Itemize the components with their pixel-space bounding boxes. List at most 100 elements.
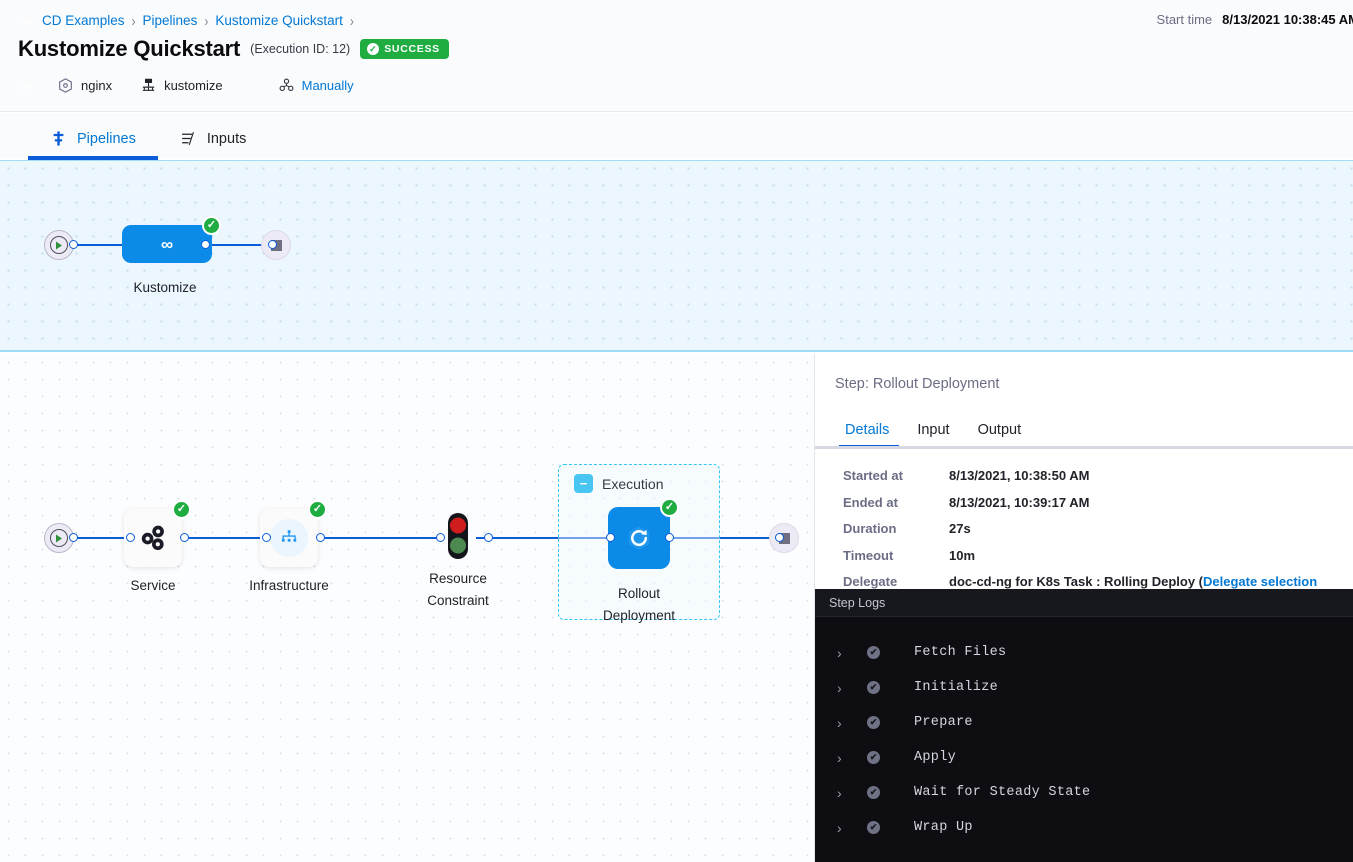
chevron-right-icon[interactable]: › [837,679,842,696]
field-value: 8/13/2021, 10:38:50 AM [949,468,1090,483]
step-details-fields: Started at 8/13/2021, 10:38:50 AM Ended … [843,466,1341,618]
start-time: Start time 8/13/2021 10:38:45 AM [1157,12,1353,27]
log-row-label: Apply [914,750,957,765]
meta-environment: kustomize [140,77,223,94]
status-success-icon: ✔ [867,821,880,834]
connector-dot [126,533,135,542]
breadcrumb-separator: › [131,11,136,30]
status-success-icon: ✔ [867,646,880,659]
log-row[interactable]: › ✔ Prepare [815,705,1353,740]
field-duration: Duration 27s [843,519,1341,539]
log-row[interactable]: › ✔ Initialize [815,670,1353,705]
step-logs-header: Step Logs [815,589,1353,617]
meta-service-label: nginx [81,78,113,93]
tab-pipelines-label: Pipelines [77,130,136,147]
service-hex-icon [59,78,72,93]
field-key: Ended at [843,494,898,510]
status-success-icon: ✔ [867,716,880,729]
step-details-title: Step: Rollout Deployment [835,376,1000,392]
connector-dot [180,533,189,542]
status-badge: ✓ SUCCESS [360,39,449,59]
step-node-infrastructure[interactable]: ✓ [260,500,327,567]
field-value: 8/13/2021, 10:39:17 AM [949,494,1090,510]
connector [205,244,275,246]
harness-hex-icon: ∞ [22,78,31,93]
breadcrumb-item-pipelines[interactable]: Pipelines [142,13,198,28]
meta-trigger-label[interactable]: Manually [301,78,354,93]
connector-dot [665,533,674,542]
check-circle-icon: ✓ [367,43,380,55]
chevron-right-icon[interactable]: › [837,819,842,836]
chevron-right-icon[interactable]: › [837,644,842,661]
execution-group-title-label: Execution [602,475,664,492]
connector-dot [268,240,277,249]
chevron-right-icon[interactable]: › [837,784,842,801]
status-success-icon: ✓ [660,498,679,517]
stage-node-kustomize[interactable]: ∞ ✓ [122,216,221,263]
step-node-resource-constraint[interactable] [446,512,470,565]
tab-pipelines[interactable]: Pipelines [28,130,158,160]
inputs-icon [181,131,194,146]
step-node-rollout-deployment-label: Rollout Deployment [602,586,676,624]
connector-dot [606,533,615,542]
field-timeout: Timeout 10m [843,546,1341,566]
kubernetes-icon [142,78,155,91]
status-success-icon: ✔ [867,681,880,694]
connector [476,537,612,539]
execution-meta-row: ∞ nginx ku [18,76,354,95]
step-node-infrastructure-label: Infrastructure [249,578,329,593]
step-node-service-label: Service [130,578,176,593]
step-details-panel: Step: Rollout Deployment Details Input O… [814,354,1353,862]
log-row[interactable]: › ✔ Wrap Up [815,810,1353,845]
end-node[interactable] [769,523,799,553]
stage-node-label: Kustomize [133,280,197,295]
delegate-prefix: doc-cd-ng for K8s Task : Rolling Deploy … [949,574,1203,589]
connector [74,244,132,246]
meta-harness: ∞ [18,76,35,95]
log-row-label: Initialize [914,680,999,695]
log-row-label: Wrap Up [914,820,973,835]
connector [667,537,777,539]
tab-details[interactable]: Details [835,422,903,448]
connector-dot [69,533,78,542]
execution-group-title[interactable]: − Execution [574,474,663,493]
breadcrumb-item-kustomize-quickstart[interactable]: Kustomize Quickstart [215,13,343,28]
log-row-label: Fetch Files [914,645,1007,660]
tab-input[interactable]: Input [917,422,950,438]
traffic-light-icon [448,513,468,559]
chevron-right-icon[interactable]: › [837,714,842,731]
field-key: Delegate [843,574,898,589]
breadcrumb-item-cd-examples[interactable]: CD Examples [42,13,125,28]
meta-trigger[interactable]: Manually [278,77,354,94]
page-header: ∞ CD Examples › Pipelines › Kustomize Qu… [0,0,1353,112]
pipeline-graph-top[interactable]: ∞ ✓ Kustomize [0,160,1353,352]
connector-dot [775,533,784,542]
step-details-tabs: Details Input Output [835,412,1353,448]
start-time-value: 8/13/2021 10:38:45 AM [1222,12,1353,27]
tab-divider [815,446,1353,449]
title-row: Kustomize Quickstart (Execution ID: 12) … [18,36,449,62]
connector-dot [316,533,325,542]
log-row[interactable]: › ✔ Apply [815,740,1353,775]
pipeline-graph-bottom[interactable]: ✓ Service ✓ Infrastructure [0,354,814,862]
collapse-icon[interactable]: − [574,474,593,493]
trigger-icon [279,78,294,92]
step-node-rollout-deployment[interactable]: ✓ [608,498,679,569]
log-row[interactable]: › ✔ Wait for Steady State [815,775,1353,810]
meta-environment-label: kustomize [164,78,223,93]
connector [74,537,130,539]
chevron-right-icon[interactable]: › [837,749,842,766]
tab-output[interactable]: Output [977,422,1022,438]
log-row[interactable]: › ✔ Fetch Files [815,635,1353,670]
pipeline-icon [53,131,64,146]
service-gears-icon [141,525,164,551]
tab-inputs-label: Inputs [206,130,247,147]
connector-dot [69,240,78,249]
step-logs-list: › ✔ Fetch Files › ✔ Initialize › ✔ Prepa… [815,617,1353,845]
infrastructure-icon [281,530,297,542]
step-logs-panel: Step Logs › ✔ Fetch Files › ✔ Initialize… [815,589,1353,862]
rollout-refresh-icon [628,526,650,550]
tab-inputs[interactable]: Inputs [158,130,269,158]
connector-dot [262,533,271,542]
